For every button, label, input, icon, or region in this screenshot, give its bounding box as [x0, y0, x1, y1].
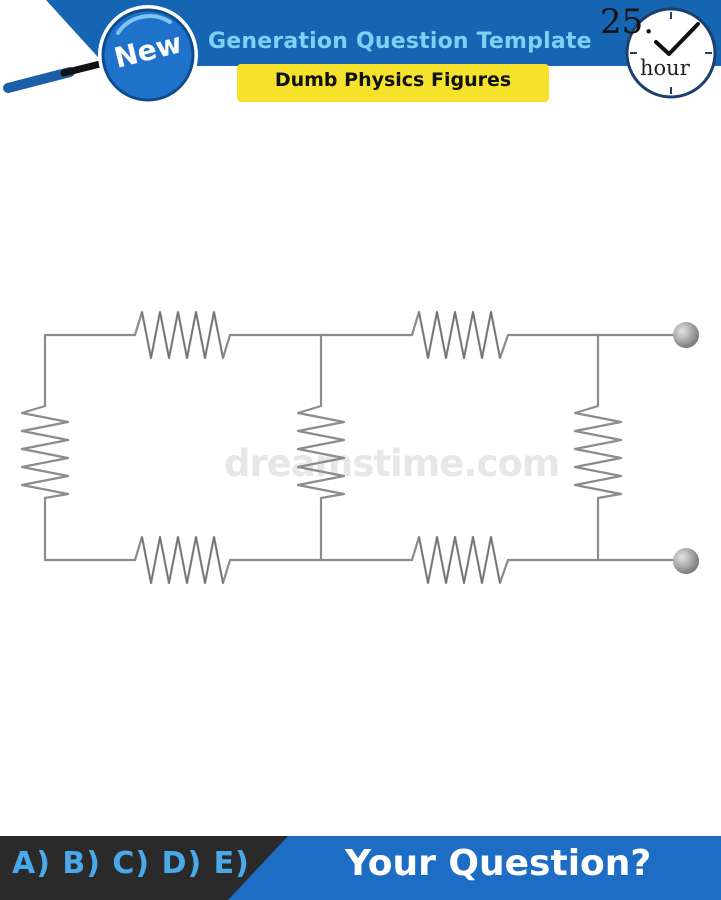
watermark: dreamstime.com	[224, 442, 560, 485]
terminal-dot-icon	[673, 548, 699, 574]
terminal-dot-icon	[673, 322, 699, 348]
hour-number: 25.	[600, 2, 655, 42]
subtitle-text: Dumb Physics Figures	[274, 69, 512, 91]
subtitle-pill	[237, 64, 549, 102]
circuit-diagram	[20, 310, 699, 585]
question-bar	[228, 836, 721, 900]
header-band	[46, 0, 721, 66]
question-prompt: Your Question?	[345, 843, 652, 884]
clock-check-icon	[625, 7, 717, 99]
hour-label: hour	[640, 56, 690, 80]
resistor-right	[573, 404, 623, 500]
answer-choices: A) B) C) D) E)	[12, 846, 250, 881]
template-title: Generation Question Template	[208, 29, 592, 54]
resistor-left	[20, 404, 70, 500]
magnifier-icon	[3, 5, 198, 105]
resistor-middle	[296, 404, 346, 500]
